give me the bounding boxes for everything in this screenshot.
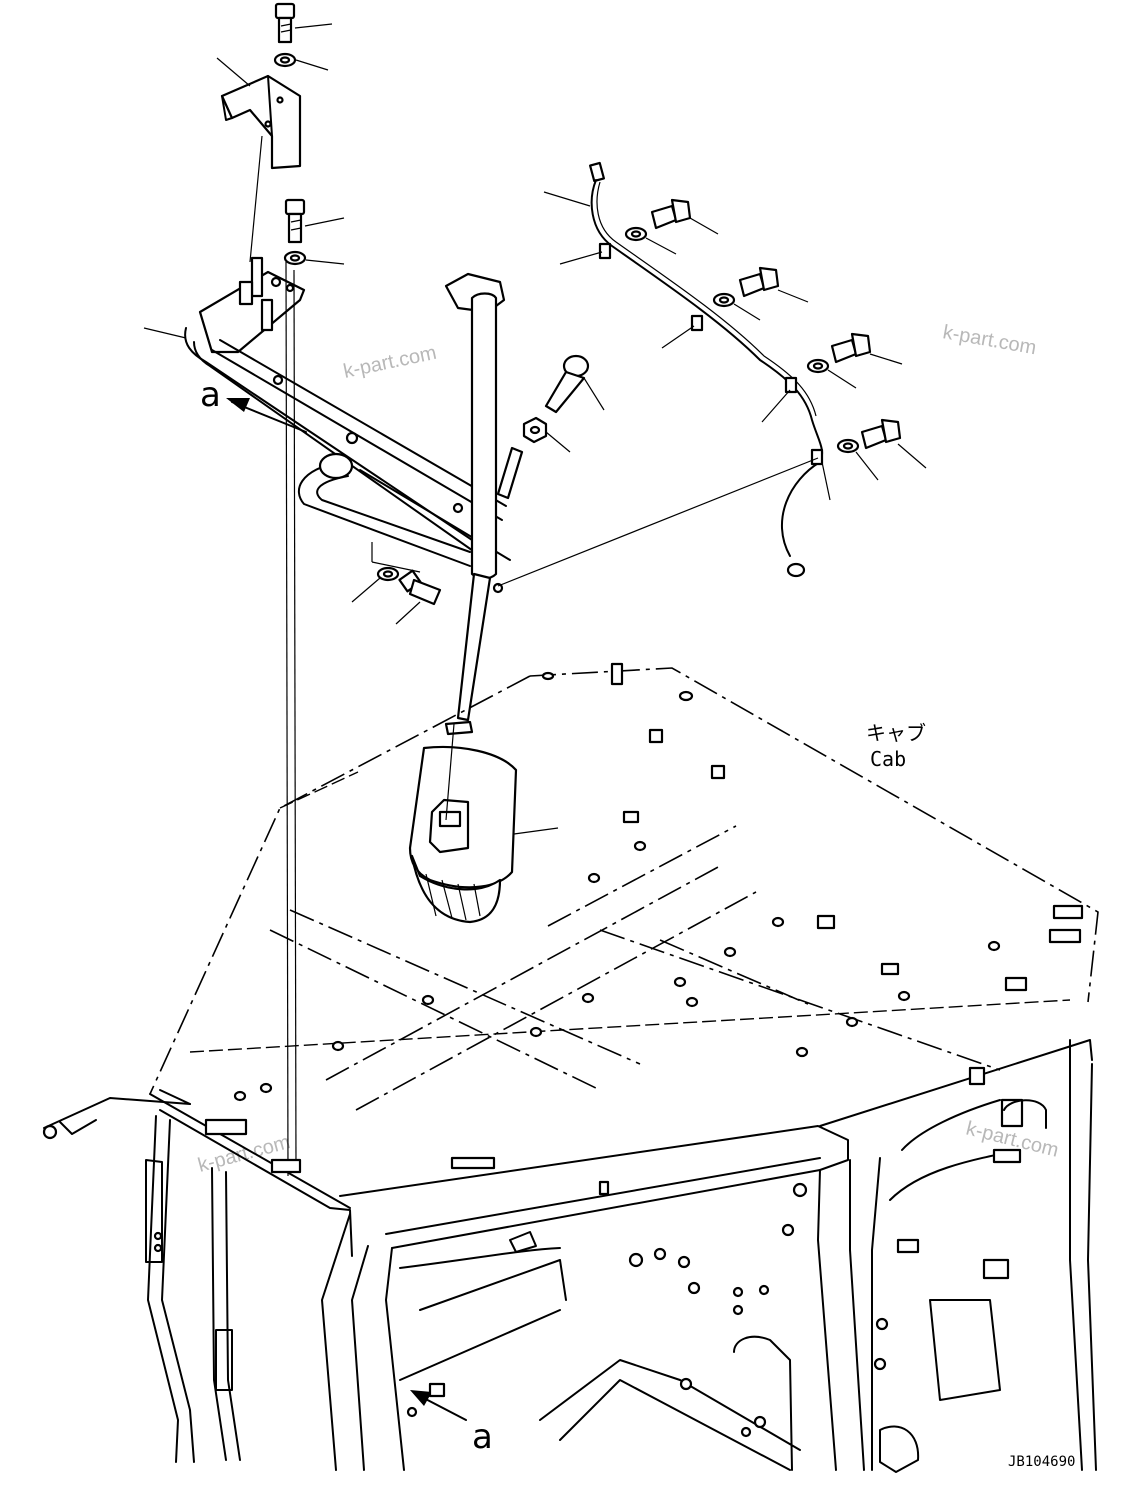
- bracket-bolt-top: [274, 2, 333, 44]
- view-arrow-bottom: a: [410, 1390, 493, 1457]
- work-lamp: [408, 745, 559, 924]
- wiring-harness: [497, 161, 831, 587]
- view-mark-bottom: a: [472, 1417, 493, 1457]
- lamp-nut: [522, 416, 571, 453]
- drawing-number: JB104690: [1008, 1454, 1075, 1470]
- view-arrow-top: a: [200, 375, 307, 433]
- watermark: k-part.com: [341, 342, 438, 383]
- cab-roof: [42, 662, 1099, 1257]
- lamp-bolt: [544, 354, 605, 414]
- cover-bracket: [216, 57, 302, 170]
- alignment-line: [285, 261, 289, 1177]
- alignment-line: [293, 269, 297, 1171]
- alignment-line: [249, 135, 263, 263]
- harness-washers: [624, 226, 879, 481]
- lamp-arm: [444, 272, 506, 736]
- washer-middle: [283, 250, 345, 266]
- harness-bolts: [650, 198, 927, 469]
- watermark: k-part.com: [941, 321, 1038, 359]
- cab-body: [145, 1039, 1097, 1473]
- frame-washer: [351, 566, 400, 603]
- washer-top: [273, 52, 329, 71]
- bracket-bolt-middle: [284, 198, 345, 244]
- view-mark-top: a: [200, 375, 221, 415]
- cab-label-en: Cab: [870, 747, 906, 771]
- cab-label-jp: キャブ: [866, 721, 926, 745]
- alignment-line: [445, 723, 455, 821]
- frame-bolt: [395, 569, 442, 625]
